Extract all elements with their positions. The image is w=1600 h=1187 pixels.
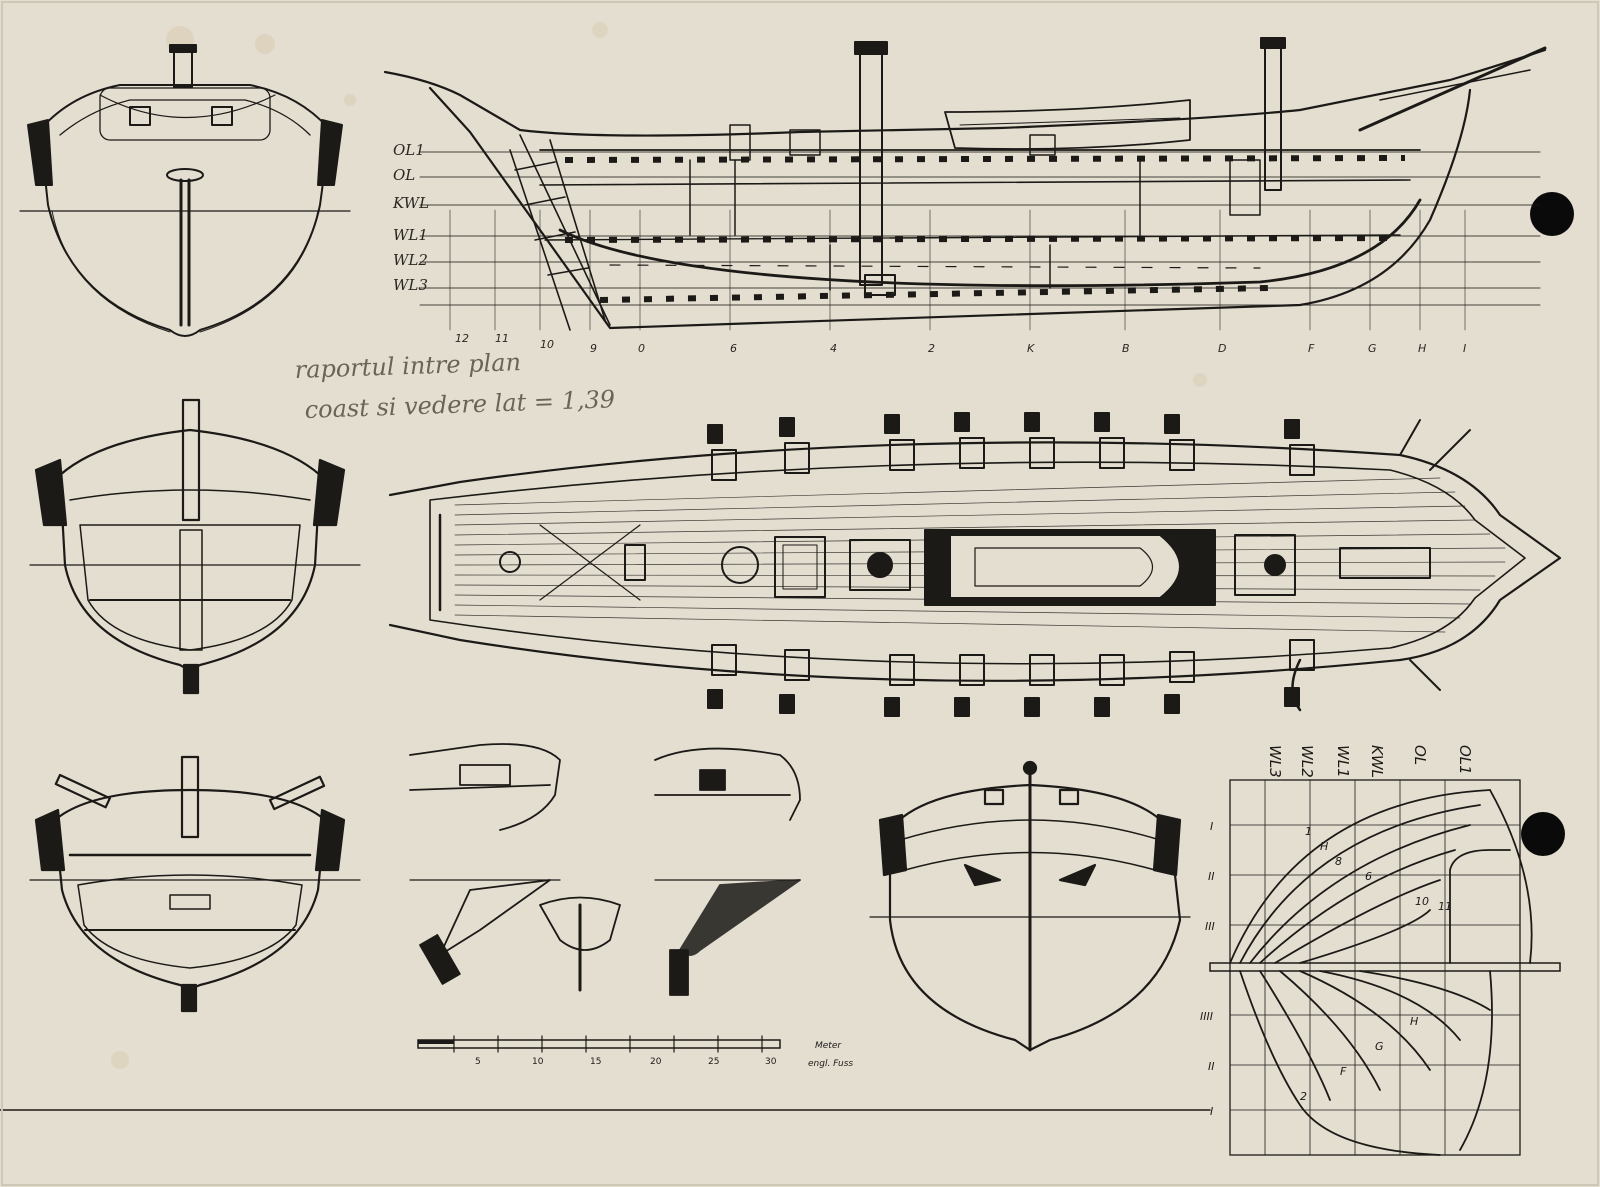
frame-label: I: [1210, 820, 1213, 833]
frame-label: I: [1210, 1105, 1213, 1118]
station-label: D: [1218, 342, 1226, 355]
station-label: 10: [540, 338, 554, 351]
station-label: 6: [730, 342, 737, 355]
gun-row-starboard: [707, 639, 1315, 717]
scale-tick-label: 30: [765, 1057, 777, 1067]
side-profile: OL1 OL KWL WL1 WL2 WL3 12 11 10 9 0 6 4 …: [383, 37, 1547, 355]
frame-label: II: [1208, 1060, 1215, 1073]
waterline-label-rotated: WL3: [1266, 745, 1284, 778]
station-label: 12: [455, 332, 469, 345]
waterline-label-rotated: OL: [1411, 745, 1429, 765]
waterline-label: OL1: [393, 141, 425, 159]
waterline-label-rotated: KWL: [1368, 745, 1386, 778]
scale-tick-label: 5: [475, 1057, 481, 1067]
lines-plan: I II III IIII II I 1 H 8 6 10 11 H G F 2…: [1200, 745, 1561, 1156]
station-label: G: [1368, 342, 1377, 355]
bow-view: [869, 760, 1191, 1052]
section-number: 10: [1415, 895, 1429, 908]
frame-label: II: [1208, 870, 1215, 883]
scale-tick-label: 15: [590, 1057, 601, 1067]
section-view-bottom: [29, 755, 361, 1013]
scale-unit-top: Meter: [815, 1041, 842, 1051]
section-number: H: [1320, 840, 1328, 853]
scale-tick-label: 25: [708, 1057, 719, 1067]
section-view-middle: [29, 398, 361, 695]
frame-label: III: [1205, 920, 1215, 933]
deck-plan: [388, 412, 1562, 717]
scale-tick-label: 10: [532, 1057, 544, 1067]
station-label: H: [1418, 342, 1426, 355]
waterline-label: WL3: [393, 276, 428, 294]
waterline-label-rotated: OL1: [1456, 745, 1474, 775]
station-label: 4: [830, 342, 837, 355]
frame-label: IIII: [1200, 1010, 1213, 1023]
station-label: B: [1122, 342, 1130, 355]
gun-row-port: [707, 412, 1315, 481]
section-number: G: [1375, 1040, 1384, 1053]
waterline-label: KWL: [392, 194, 429, 212]
waterline-label-rotated: WL1: [1334, 745, 1352, 778]
gunports-row: [564, 155, 1406, 303]
waterline-label-rotated: WL2: [1298, 745, 1316, 778]
scale-bar: 5 10 15 20 25 30 Meter engl. Fuss: [417, 1035, 853, 1069]
station-label: 2: [928, 342, 935, 355]
station-label: 0: [638, 342, 645, 355]
punch-hole-bottom: [1521, 812, 1565, 856]
station-label: K: [1027, 342, 1035, 355]
section-number: F: [1340, 1065, 1347, 1078]
section-number: 8: [1335, 855, 1342, 868]
station-label: I: [1463, 342, 1466, 355]
scale-unit-bottom: engl. Fuss: [808, 1059, 853, 1069]
waterline-label: WL1: [393, 226, 428, 244]
waterline-label: WL2: [393, 251, 428, 269]
station-label: 9: [590, 342, 597, 355]
scale-tick-label: 20: [650, 1057, 662, 1067]
section-number: 6: [1365, 870, 1372, 883]
station-label: F: [1308, 342, 1315, 355]
section-number: 11: [1438, 900, 1452, 913]
waterline-label: OL: [393, 166, 415, 184]
section-number: H: [1410, 1015, 1418, 1028]
punch-hole-top: [1530, 192, 1574, 236]
section-number: 2: [1300, 1090, 1307, 1103]
station-label: 11: [495, 332, 509, 345]
stern-view: [19, 44, 351, 337]
section-number: 1: [1305, 825, 1312, 838]
detail-sketches: [409, 743, 801, 996]
